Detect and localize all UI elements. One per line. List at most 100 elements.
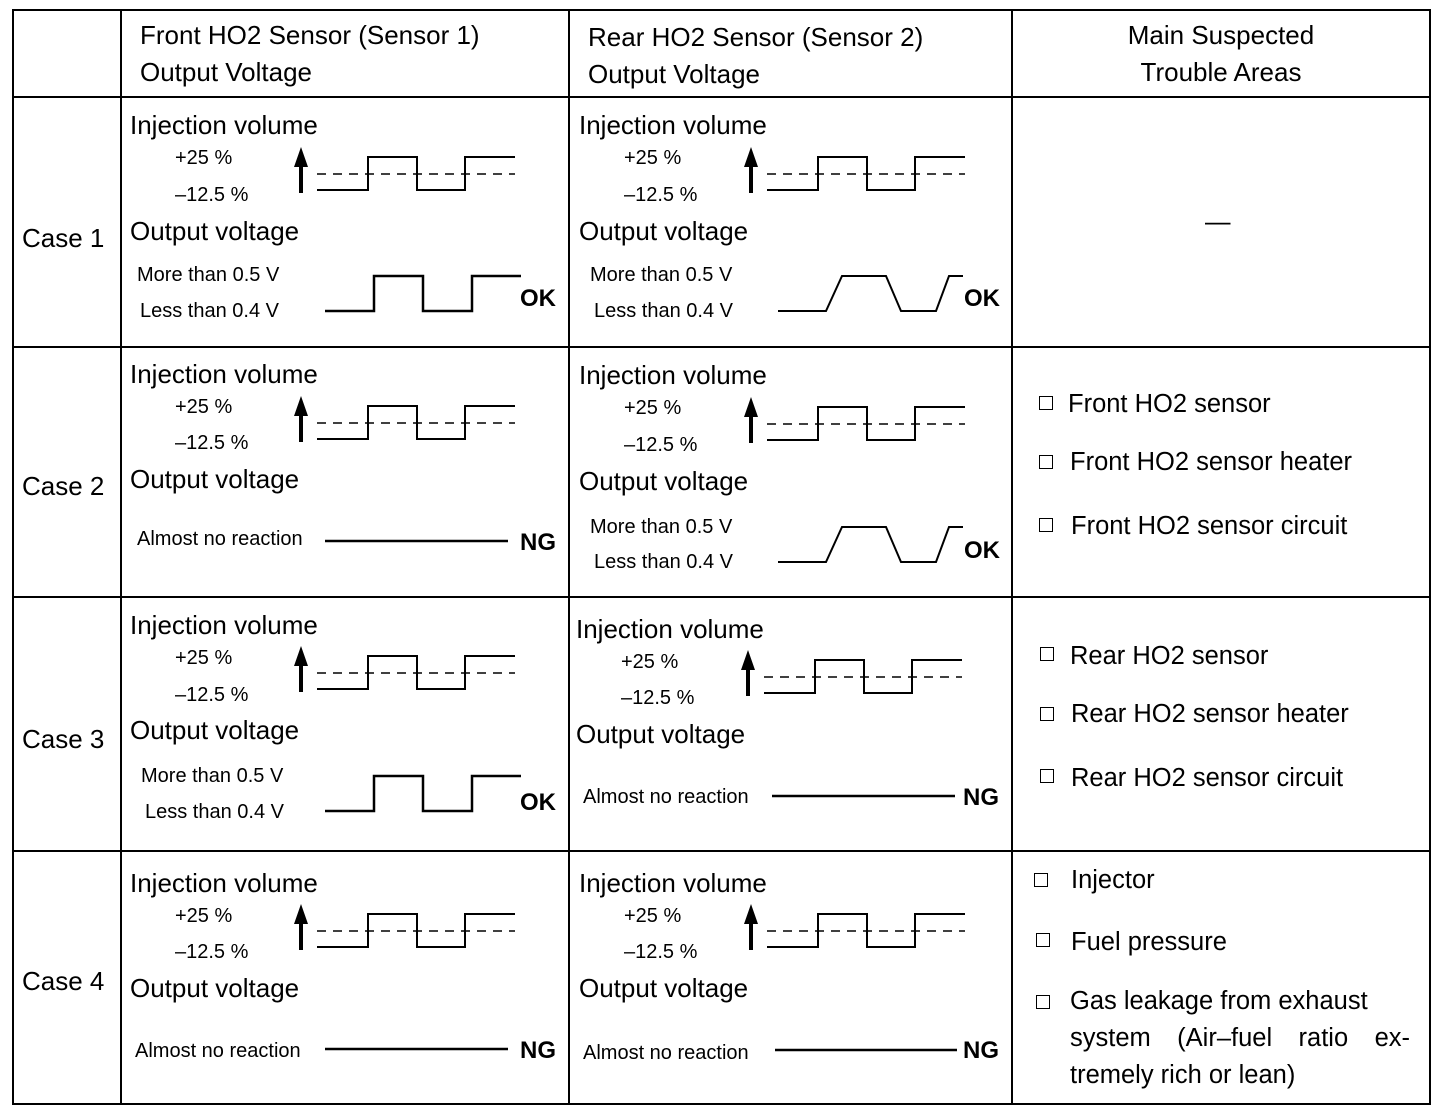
no-reaction-label: Almost no reaction — [137, 528, 303, 550]
case-label: Case 4 — [22, 966, 105, 996]
injection-wave — [764, 659, 962, 694]
minus-label: –12.5 % — [624, 941, 698, 963]
minus-label: –12.5 % — [175, 184, 249, 206]
area-item: Front HO2 sensor — [1068, 390, 1271, 418]
result-ng: NG — [520, 1037, 556, 1064]
less-than-label: Less than 0.4 V — [594, 551, 733, 573]
output-wave — [325, 274, 521, 313]
injection-wave — [317, 913, 515, 948]
injection-volume-label: Injection volume — [130, 359, 318, 389]
more-than-label: More than 0.5 V — [590, 516, 733, 538]
rear-header-line2: Output Voltage — [588, 59, 761, 89]
output-voltage-label: Output voltage — [579, 216, 749, 246]
output-wave — [778, 526, 963, 563]
plus-label: +25 % — [175, 147, 233, 169]
injection-volume-label: Injection volume — [130, 110, 318, 140]
plus-label: +25 % — [175, 905, 233, 927]
case-label: Case 2 — [22, 471, 105, 501]
plus-label: +25 % — [621, 651, 679, 673]
area-item: Front HO2 sensor heater — [1070, 448, 1353, 476]
front-header-line2: Output Voltage — [140, 57, 313, 87]
area-item: Rear HO2 sensor heater — [1071, 700, 1349, 728]
output-voltage-label: Output voltage — [130, 216, 300, 246]
result-ng: NG — [963, 1037, 999, 1064]
injection-volume-label: Injection volume — [579, 868, 767, 898]
checkbox-icon — [1034, 873, 1048, 887]
rear-header-line1: Rear HO2 Sensor (Sensor 2) — [588, 22, 924, 52]
no-reaction-label: Almost no reaction — [135, 1040, 301, 1062]
more-than-label: More than 0.5 V — [141, 765, 284, 787]
less-than-label: Less than 0.4 V — [594, 300, 733, 322]
more-than-label: More than 0.5 V — [137, 264, 280, 286]
minus-label: –12.5 % — [175, 432, 249, 454]
plus-label: +25 % — [624, 397, 682, 419]
injection-wave — [767, 406, 965, 441]
checkbox-icon — [1036, 995, 1050, 1009]
rear-sensor-header: Rear HO2 Sensor (Sensor 2) Output Voltag… — [588, 19, 923, 93]
output-wave — [778, 275, 963, 312]
checkbox-icon — [1039, 455, 1053, 469]
output-voltage-label: Output voltage — [579, 973, 749, 1003]
minus-label: –12.5 % — [624, 434, 698, 456]
no-reaction-label: Almost no reaction — [583, 1042, 749, 1064]
output-wave — [325, 774, 521, 813]
no-area-dash: — — [1205, 208, 1231, 236]
area-item: Rear HO2 sensor circuit — [1071, 764, 1344, 792]
result-ok: OK — [964, 285, 1000, 312]
area-item: Rear HO2 sensor — [1070, 642, 1269, 670]
front-sensor-header: Front HO2 Sensor (Sensor 1) Output Volta… — [140, 17, 480, 91]
checkbox-icon — [1036, 933, 1050, 947]
up-arrow-icon — [741, 650, 755, 696]
checkbox-icon — [1040, 769, 1054, 783]
minus-label: –12.5 % — [175, 684, 249, 706]
checkbox-icon — [1040, 707, 1054, 721]
area-item: system (Air–fuel ratio ex- — [1070, 1024, 1410, 1052]
output-voltage-label: Output voltage — [576, 719, 746, 749]
up-arrow-icon — [744, 397, 758, 443]
plus-label: +25 % — [175, 396, 233, 418]
injection-volume-label: Injection volume — [130, 610, 318, 640]
output-voltage-label: Output voltage — [130, 715, 300, 745]
plus-label: +25 % — [624, 905, 682, 927]
more-than-label: More than 0.5 V — [590, 264, 733, 286]
result-ng: NG — [963, 784, 999, 811]
up-arrow-icon — [294, 904, 308, 950]
checkbox-icon — [1039, 396, 1053, 410]
injection-wave — [767, 156, 965, 191]
injection-volume-label: Injection volume — [130, 868, 318, 898]
result-ng: NG — [520, 529, 556, 556]
injection-volume-label: Injection volume — [576, 614, 764, 644]
no-reaction-label: Almost no reaction — [583, 786, 749, 808]
checkbox-icon — [1040, 647, 1054, 661]
area-item: Gas leakage from exhaust — [1070, 987, 1368, 1015]
case-label: Case 1 — [22, 223, 105, 253]
injection-wave — [317, 655, 515, 690]
area-item: Front HO2 sensor circuit — [1071, 512, 1348, 540]
up-arrow-icon — [744, 904, 758, 950]
output-voltage-label: Output voltage — [130, 973, 300, 1003]
less-than-label: Less than 0.4 V — [145, 801, 284, 823]
minus-label: –12.5 % — [624, 184, 698, 206]
plus-label: +25 % — [624, 147, 682, 169]
areas-header: Main Suspected Trouble Areas — [1012, 17, 1430, 91]
injection-volume-label: Injection volume — [579, 110, 767, 140]
result-ok: OK — [520, 285, 556, 312]
minus-label: –12.5 % — [175, 941, 249, 963]
up-arrow-icon — [294, 147, 308, 193]
output-voltage-label: Output voltage — [130, 464, 300, 494]
plus-label: +25 % — [175, 647, 233, 669]
area-item: Injector — [1071, 866, 1155, 894]
areas-header-line1: Main Suspected — [1127, 20, 1315, 50]
areas-header-line2: Trouble Areas — [1140, 57, 1302, 87]
up-arrow-icon — [744, 147, 758, 193]
output-voltage-label: Output voltage — [579, 466, 749, 496]
result-ok: OK — [520, 789, 556, 816]
less-than-label: Less than 0.4 V — [140, 300, 279, 322]
minus-label: –12.5 % — [621, 687, 695, 709]
area-item: tremely rich or lean) — [1070, 1061, 1296, 1089]
injection-volume-label: Injection volume — [579, 360, 767, 390]
injection-wave — [317, 405, 515, 440]
checkbox-icon — [1039, 518, 1053, 532]
